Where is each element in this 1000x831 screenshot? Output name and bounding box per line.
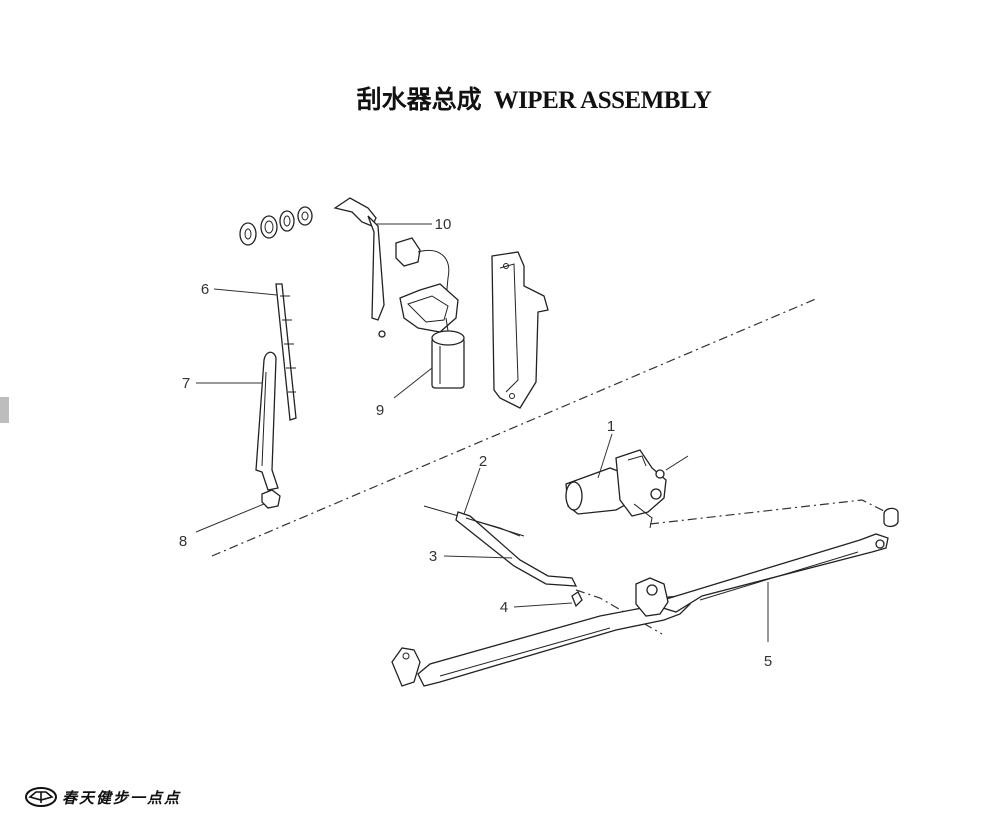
motor-to-link-dash	[649, 499, 887, 525]
callout-5: 5	[764, 653, 772, 670]
callout-10: 10	[435, 216, 452, 233]
part-5-linkage-assembly	[391, 533, 889, 687]
brand-text: 春天健步一点点	[62, 788, 182, 807]
callout-1: 1	[607, 418, 615, 435]
mounting-plate	[491, 251, 549, 409]
part-9-motor-bracket	[399, 283, 465, 389]
brand-logo: 春天健步一点点	[24, 786, 181, 808]
callout-6: 6	[201, 281, 209, 298]
part-6-wiper-blade	[275, 283, 297, 421]
leader-line-4	[513, 602, 573, 608]
part-1-wiper-motor	[565, 449, 899, 529]
part-7-wiper-arm	[255, 351, 279, 491]
callout-9: 9	[376, 402, 384, 419]
separator-line	[211, 297, 819, 557]
callout-8: 8	[179, 533, 187, 550]
leader-line-2	[463, 467, 481, 515]
part-2-3-rear-wiper	[423, 505, 578, 587]
callout-7: 7	[182, 375, 190, 392]
callout-3: 3	[429, 548, 437, 565]
leader-line-9	[393, 367, 433, 399]
page-edge-marker	[0, 397, 9, 423]
leader-line-3	[443, 555, 513, 559]
part-10-linkage	[333, 197, 450, 338]
part-8-nut	[261, 489, 281, 509]
car-emblem-icon	[25, 787, 57, 807]
bolt-to-link-dash	[575, 589, 663, 635]
title-en: WIPER ASSEMBLY	[493, 87, 712, 114]
callout-4: 4	[500, 599, 508, 616]
callout-2: 2	[479, 453, 487, 470]
leader-line-6	[213, 288, 278, 296]
page-title: 刮水器总成 WIPER ASSEMBLY	[0, 80, 1000, 116]
leader-line-1	[597, 433, 613, 479]
part-4-bolt	[571, 591, 583, 608]
title-cn: 刮水器总成	[356, 87, 482, 114]
leader-line-8	[195, 503, 265, 533]
nut-washer-set	[239, 206, 313, 246]
